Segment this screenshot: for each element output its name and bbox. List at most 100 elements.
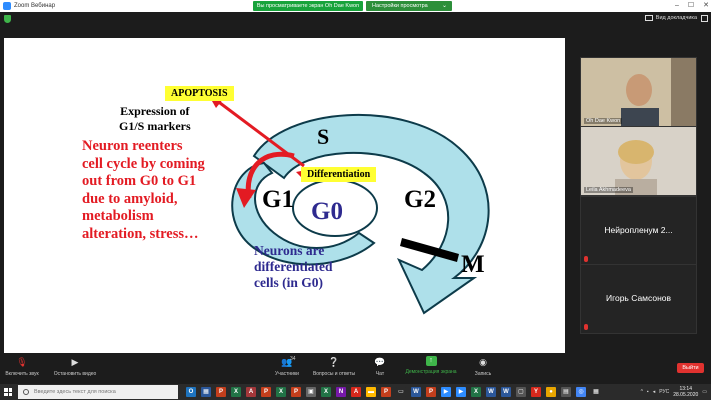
chrome-icon[interactable]: ◎ bbox=[576, 387, 586, 397]
network-icon[interactable]: ▪ bbox=[646, 389, 649, 395]
security-shield-icon[interactable] bbox=[4, 15, 11, 23]
speaker-view-button[interactable]: Вид докладчика bbox=[644, 15, 697, 21]
powerpoint-icon[interactable]: P bbox=[381, 387, 391, 397]
fullscreen-icon[interactable] bbox=[701, 15, 708, 22]
outlook-icon[interactable]: O bbox=[186, 387, 196, 397]
taskbar-search-input[interactable] bbox=[34, 389, 174, 395]
neuron-reenters-text: Neuron reenters cell cycle by coming out… bbox=[82, 138, 205, 243]
participant-video-feed bbox=[581, 58, 696, 126]
app-icon[interactable]: ▦ bbox=[591, 387, 601, 397]
folder-icon[interactable]: ▬ bbox=[366, 387, 376, 397]
word-icon[interactable]: W bbox=[501, 387, 511, 397]
m-phase-bar bbox=[400, 238, 459, 262]
participant-name: Нейропленум 2... bbox=[604, 225, 673, 235]
app-icon[interactable]: ▦ bbox=[201, 387, 211, 397]
record-button[interactable]: ◉ Запись bbox=[470, 356, 496, 377]
notifications-icon[interactable]: ▭ bbox=[702, 389, 707, 395]
neurons-line: cells (in G0) bbox=[254, 275, 323, 290]
chat-icon: 💬 bbox=[374, 357, 386, 367]
taskbar-search[interactable] bbox=[18, 385, 178, 399]
participant-name: Leila Akhmadeeva bbox=[584, 187, 633, 193]
meeting-toolbar: 🎙 Включить звук ▶ Остановить видео 👥 34 … bbox=[0, 354, 711, 384]
app-icon[interactable]: ▭ bbox=[396, 387, 406, 397]
word-icon[interactable]: W bbox=[411, 387, 421, 397]
reenters-line: metabolism bbox=[82, 208, 154, 224]
acrobat-icon[interactable]: A bbox=[351, 387, 361, 397]
app-icon[interactable]: ▤ bbox=[561, 387, 571, 397]
participant-video-feed bbox=[581, 127, 696, 195]
browser-icon[interactable]: ● bbox=[546, 387, 556, 397]
participants-count: 34 bbox=[290, 356, 296, 362]
language-indicator[interactable]: РУС bbox=[659, 389, 670, 395]
windows-taskbar: O ▦ P X A P X P ▣ X N A ▬ P ▭ W P ▶ ▶ X … bbox=[0, 384, 711, 400]
maximize-button[interactable]: ☐ bbox=[687, 2, 695, 9]
qa-button[interactable]: ❔ Вопросы и ответы bbox=[310, 356, 358, 377]
chat-button[interactable]: 💬 Чат bbox=[369, 356, 391, 377]
clock-date: 28.05.2020 bbox=[673, 392, 699, 398]
unmute-label: Включить звук bbox=[5, 371, 39, 377]
participant-tile[interactable]: Нейропленум 2... bbox=[580, 196, 697, 266]
excel-icon[interactable]: X bbox=[471, 387, 481, 397]
powerpoint-icon[interactable]: P bbox=[291, 387, 301, 397]
apoptosis-label: APOPTOSIS bbox=[165, 86, 234, 101]
yandex-icon[interactable]: Y bbox=[531, 387, 541, 397]
view-options-button[interactable]: Настройки просмотра ⌄ bbox=[366, 1, 452, 11]
minimize-button[interactable]: – bbox=[674, 2, 679, 9]
powerpoint-icon[interactable]: P bbox=[426, 387, 436, 397]
share-screen-label: Демонстрация экрана bbox=[405, 369, 457, 375]
participants-button[interactable]: 👥 34 Участники bbox=[272, 356, 302, 377]
mic-muted-icon bbox=[584, 324, 588, 330]
leave-button[interactable]: Выйти bbox=[677, 363, 704, 373]
onenote-icon[interactable]: N bbox=[336, 387, 346, 397]
expression-label: Expression of G1/S markers bbox=[119, 104, 191, 134]
share-screen-button[interactable]: ↑ Демонстрация экрана bbox=[400, 356, 462, 375]
camera-icon: ▶ bbox=[71, 357, 79, 367]
system-tray: ^ ▪ ◂ РУС 13:14 28.05.2020 ▭ bbox=[641, 386, 707, 398]
word-icon[interactable]: W bbox=[486, 387, 496, 397]
shared-screen-slide: APOPTOSIS Expression of G1/S markers Neu… bbox=[4, 38, 565, 353]
record-label: Запись bbox=[474, 371, 492, 377]
reenters-line: cell cycle by coming bbox=[82, 155, 205, 172]
zoom-icon[interactable]: ▶ bbox=[456, 387, 466, 397]
participant-video-tile[interactable]: Oh Dae Kwon bbox=[580, 57, 697, 127]
expression-line: G1/S markers bbox=[119, 119, 191, 133]
volume-icon[interactable]: ◂ bbox=[652, 389, 656, 395]
zoom-icon[interactable]: ▶ bbox=[441, 387, 451, 397]
speaker-view-label: Вид докладчика bbox=[655, 15, 697, 21]
chat-label: Чат bbox=[375, 371, 385, 377]
share-screen-icon: ↑ bbox=[425, 356, 437, 366]
grid-icon bbox=[644, 15, 653, 21]
view-options-label: Настройки просмотра bbox=[372, 3, 428, 9]
chevron-down-icon: ⌄ bbox=[441, 3, 447, 9]
participant-tile[interactable]: Игорь Самсонов bbox=[580, 264, 697, 334]
reenters-line: Neuron reenters bbox=[82, 138, 183, 154]
meeting-header: Вид докладчика bbox=[0, 12, 711, 26]
powerpoint-icon[interactable]: P bbox=[216, 387, 226, 397]
app-icon[interactable]: ▢ bbox=[516, 387, 526, 397]
app-icon[interactable]: ▣ bbox=[306, 387, 316, 397]
excel-icon[interactable]: X bbox=[321, 387, 331, 397]
participant-video-tile[interactable]: Leila Akhmadeeva bbox=[580, 126, 697, 196]
phase-g2-label: G2 bbox=[404, 186, 436, 213]
phase-g1-label: G1 bbox=[262, 186, 294, 213]
clock[interactable]: 13:14 28.05.2020 bbox=[673, 386, 698, 398]
reenters-line: due to amyloid, bbox=[82, 190, 178, 207]
cycle-outer-arrow bbox=[252, 113, 490, 315]
tray-arrow-icon[interactable]: ^ bbox=[640, 389, 643, 395]
unmute-button[interactable]: 🎙 Включить звук bbox=[4, 356, 40, 377]
reenters-line: out from G0 to G1 bbox=[82, 173, 197, 189]
excel-icon[interactable]: X bbox=[231, 387, 241, 397]
phase-s-label: S bbox=[317, 124, 330, 149]
participant-name: Oh Dae Kwon bbox=[584, 118, 623, 124]
neurons-line: differentiated bbox=[254, 259, 333, 274]
screen-share-banner: Вы просматриваете экран Oh Dae Kwon bbox=[253, 1, 363, 11]
qa-icon: ❔ bbox=[328, 357, 340, 367]
close-button[interactable]: ✕ bbox=[703, 2, 709, 9]
reenter-arrowhead bbox=[236, 188, 256, 208]
excel-icon[interactable]: X bbox=[276, 387, 286, 397]
access-icon[interactable]: A bbox=[246, 387, 256, 397]
phase-g0-label: G0 bbox=[311, 198, 343, 225]
stop-video-button[interactable]: ▶ Остановить видео bbox=[50, 356, 100, 377]
windows-start-icon[interactable] bbox=[4, 388, 12, 396]
powerpoint-icon[interactable]: P bbox=[261, 387, 271, 397]
